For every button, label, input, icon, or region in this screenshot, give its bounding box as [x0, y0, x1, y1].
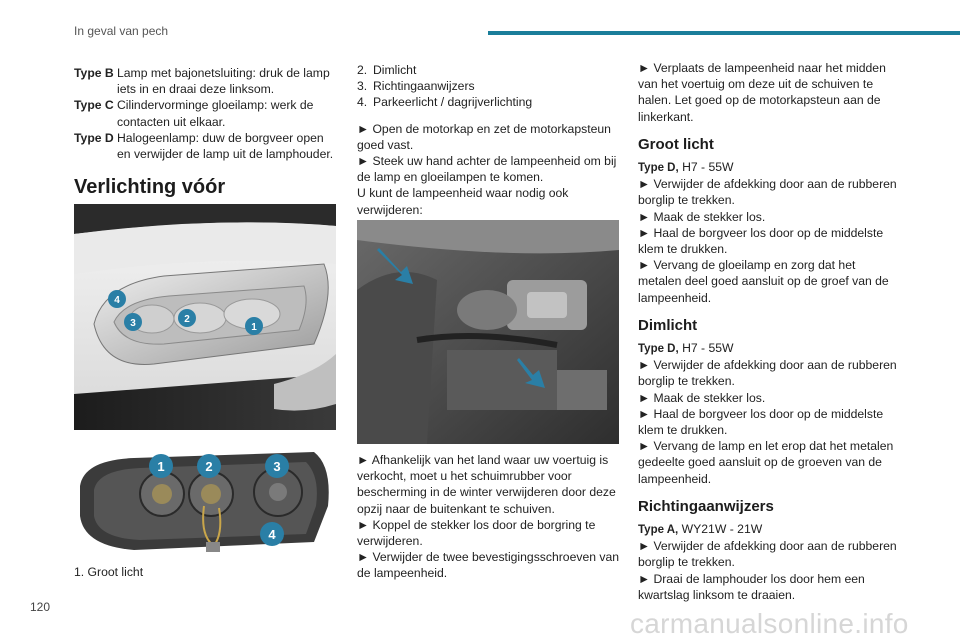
spec-line: Type A, WY21W - 21W [638, 521, 900, 538]
intro-text: ► Verplaats de lampeenheid naar het midd… [638, 61, 886, 124]
type-description: Lamp met bajonetsluiting: druk de lamp i… [117, 66, 330, 97]
step-text: ► Verwijder de afdekking door aan de rub… [638, 358, 897, 389]
list-item: 2. Dimlicht [357, 62, 620, 78]
svg-text:4: 4 [268, 527, 276, 542]
step-text: ► Verwijder de twee bevestigingsschroeve… [357, 550, 620, 581]
column-2-lower: ► Afhankelijk van het land waar uw voert… [357, 452, 620, 582]
step-text: ► Steek uw hand achter de lampeenheid om… [357, 154, 617, 185]
type-label: Type B [74, 66, 114, 80]
headlight-exterior-figure: 4 3 2 1 [74, 204, 336, 430]
spec-line: Type D, H7 - 55W [638, 159, 900, 176]
figure-caption: 1. Groot licht [74, 565, 144, 579]
callout-3: 3 [124, 313, 142, 331]
section-heading: Verlichting vóór [74, 176, 226, 198]
subheading-groot-licht: Groot licht [638, 135, 714, 153]
list-number: 4. [357, 95, 368, 110]
callout-3: 3 [265, 454, 289, 478]
type-b-item: Type B Lamp met bajonetsluiting: druk de… [74, 65, 336, 97]
step-text: ► Verwijder de afdekking door aan de rub… [638, 177, 897, 208]
column-1: Type B Lamp met bajonetsluiting: druk de… [74, 65, 336, 162]
list-number: 2. [357, 63, 368, 77]
svg-text:4: 4 [114, 295, 120, 306]
callout-2: 2 [178, 309, 196, 327]
step-text: ► Vervang de gloeilamp en zorg dat het m… [638, 258, 889, 305]
list-number: 3. [357, 79, 368, 94]
spec-value: WY21W - 21W [678, 522, 763, 537]
step-text: ► Draai de lamphouder los door hem een k… [638, 571, 865, 602]
type-d-item: Type D Halogeenlamp: duw de borgveer ope… [74, 130, 336, 162]
spec-value: H7 - 55W [678, 160, 734, 175]
headlight-rear-figure: 1 2 3 4 [74, 446, 336, 560]
step-text: ► Maak de stekker los. [638, 209, 766, 224]
callout-1: 1 [245, 317, 263, 335]
step-text: ► Open de motorkap en zet de motorkapste… [357, 121, 611, 152]
callout-1: 1 [149, 454, 173, 478]
type-description: Halogeenlamp: duw de borgveer open en ve… [117, 130, 334, 162]
step-text: ► Maak de stekker los. [638, 390, 766, 405]
step-text: ► Verwijder de afdekking door aan de rub… [638, 539, 897, 570]
list-item: 4. Parkeerlicht / dagrijverlichting [357, 94, 620, 110]
list-text: Parkeerlicht / dagrijverlichting [373, 95, 533, 110]
arrow-icon [517, 358, 545, 388]
svg-text:1: 1 [157, 459, 164, 474]
svg-text:3: 3 [130, 318, 136, 329]
svg-text:2: 2 [184, 314, 190, 325]
step-text: ► Afhankelijk van het land waar uw voert… [357, 453, 616, 516]
subheading-richtingaanwijzers: Richtingaanwijzers [638, 497, 774, 515]
step-text: ► Vervang de lamp en let erop dat het me… [638, 439, 894, 486]
column-2: 2. Dimlicht 3. Richtingaanwijzers 4. Parkee… [357, 62, 620, 218]
spec-label: Type D, [638, 343, 679, 356]
type-label: Type C [74, 98, 114, 113]
spec-value: H7 - 55W [678, 341, 734, 356]
watermark: carmanualsonline.info [630, 608, 909, 639]
numbered-list: 2. Dimlicht 3. Richtingaanwijzers 4. Parkee… [357, 62, 620, 111]
column-3: ► Verplaats de lampeenheid naar het midd… [638, 60, 900, 603]
header-accent-bar [488, 31, 960, 35]
spec-label: Type A, [638, 524, 679, 537]
type-c-item: Type C Cilindervorminge gloeilamp: werk … [74, 97, 336, 129]
engine-bay-figure [357, 220, 619, 444]
callout-4: 4 [108, 290, 126, 308]
type-label: Type D [74, 130, 114, 145]
subheading-dimlicht: Dimlicht [638, 316, 698, 334]
step-text: ► Haal de borgveer los door op de middel… [638, 225, 884, 257]
step-text: U kunt de lampeenheid waar nodig ook ver… [357, 186, 569, 217]
step-text: ► Haal de borgveer los door op de middel… [638, 406, 884, 438]
svg-text:1: 1 [251, 322, 257, 333]
svg-text:2: 2 [205, 459, 212, 474]
section-title: In geval van pech [74, 24, 169, 38]
list-item: 3. Richtingaanwijzers [357, 78, 620, 94]
arrow-icon [377, 248, 413, 284]
svg-text:3: 3 [273, 459, 280, 474]
callout-2: 2 [197, 454, 221, 478]
list-text: Richtingaanwijzers [373, 79, 475, 94]
step-text: ► Koppel de stekker los door de borgring… [357, 517, 596, 549]
list-text: Dimlicht [373, 63, 417, 77]
page-number: 120 [30, 600, 51, 614]
spec-line: Type D, H7 - 55W [638, 340, 900, 357]
type-description: Cilindervorminge gloeilamp: werk de cont… [117, 98, 314, 129]
spec-label: Type D, [638, 162, 679, 175]
callout-4: 4 [260, 522, 284, 546]
